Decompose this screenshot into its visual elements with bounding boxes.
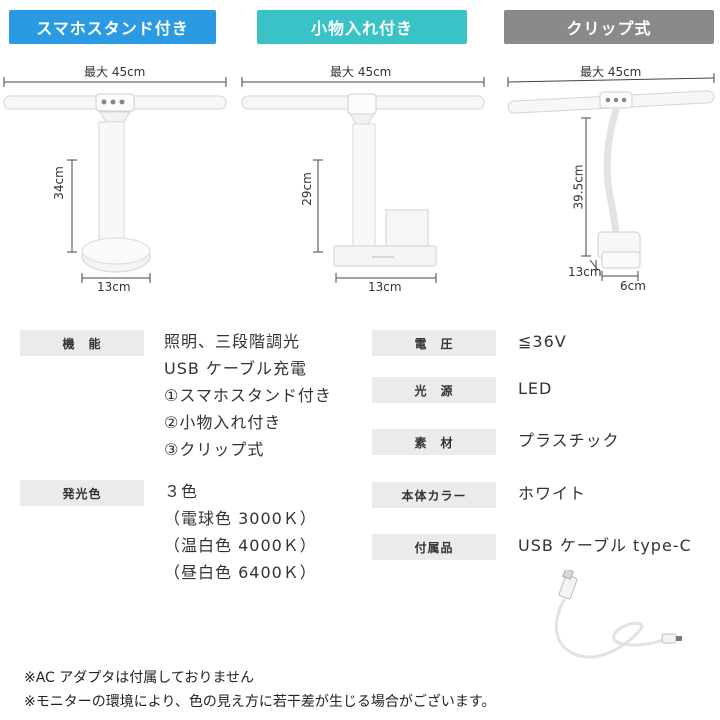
lamp-stand-figure: 最大 45cm 34cm 13cm: [0, 56, 240, 302]
note-ac-adapter: ※AC アダプタは付属しておりません: [24, 670, 255, 686]
spec-line: USB ケーブル充電: [164, 359, 307, 378]
lamp-stand-illustration: [3, 77, 227, 283]
spec-line: ②小物入れ付き: [164, 413, 282, 432]
spec-label-accessory: 付属品: [372, 534, 496, 560]
clip-width-dimension-label: 6cm: [620, 279, 646, 293]
spec-label-voltage: 電 圧: [372, 330, 496, 356]
height-dimension-label: 39.5cm: [571, 164, 586, 210]
spec-label-material: 素 材: [372, 429, 496, 455]
lamp-holder-illustration: [241, 77, 485, 283]
lamp-clip-figure: 最大 45cm 39.5cm 13cm 6cm: [490, 56, 720, 302]
spec-line: （昼白色 6400Ｋ）: [164, 563, 317, 582]
height-dimension-label: 34cm: [51, 166, 66, 200]
spec-line: ①スマホスタンド付き: [164, 386, 332, 405]
note-color-difference: ※モニターの環境により、色の見え方に若干差が生じる場合がございます。: [24, 694, 496, 710]
width-dimension-label: 最大 45cm: [330, 65, 392, 79]
spec-value-voltage: ≦36V: [518, 332, 567, 351]
clip-height-dimension-label: 13cm: [568, 265, 602, 279]
spec-label-light-source: 光 源: [372, 377, 496, 403]
spec-value-function: 照明、三段階調光 USB ケーブル充電 ①スマホスタンド付き ②小物入れ付き ③…: [164, 328, 332, 463]
spec-value-material: プラスチック: [518, 431, 620, 450]
base-dimension-label: 13cm: [368, 280, 402, 294]
lamp-holder-figure: 最大 45cm 29cm 13cm: [240, 56, 490, 302]
spec-line: ③クリップ式: [164, 440, 265, 459]
lamp-clip-illustration: [507, 73, 715, 281]
base-dimension-label: 13cm: [97, 280, 131, 294]
spec-value-light-source: LED: [518, 379, 553, 398]
tab-smartphone-stand: スマホスタンド付き: [9, 10, 216, 44]
spec-line: （電球色 3000Ｋ）: [164, 509, 317, 528]
spec-line: 照明、三段階調光: [164, 332, 301, 351]
spec-line: （温白色 4000Ｋ）: [164, 536, 317, 555]
spec-value-accessory: USB ケーブル type-C: [518, 536, 692, 555]
spec-value-light-color: ３色 （電球色 3000Ｋ） （温白色 4000Ｋ） （昼白色 6400Ｋ）: [164, 478, 317, 586]
spec-label-body-color: 本体カラー: [372, 482, 496, 508]
spec-value-body-color: ホワイト: [518, 484, 587, 503]
spec-label-function: 機 能: [20, 330, 144, 356]
height-dimension-label: 29cm: [299, 172, 314, 206]
tab-clip-type: クリップ式: [504, 10, 714, 44]
spec-line: ３色: [164, 482, 199, 501]
width-dimension-label: 最大 45cm: [580, 65, 642, 79]
tab-accessory-holder: 小物入れ付き: [257, 10, 467, 44]
spec-label-light-color: 発光色: [20, 480, 144, 506]
width-dimension-label: 最大 45cm: [84, 65, 146, 79]
usb-cable-icon: [555, 570, 682, 659]
